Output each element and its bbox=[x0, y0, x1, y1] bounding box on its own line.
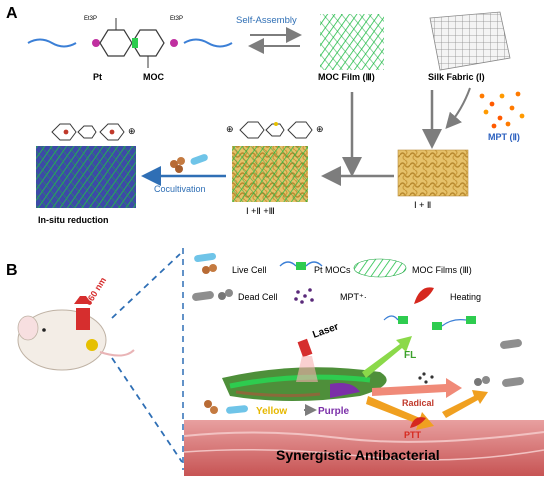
legend-dead-cell-icon bbox=[192, 289, 233, 301]
radical-arrow bbox=[372, 378, 462, 398]
ethyl-label-1: Et3P bbox=[84, 16, 97, 22]
moc-film-label: MOC Film (Ⅲ) bbox=[318, 72, 375, 82]
self-assembly-label: Self-Assembly bbox=[236, 15, 297, 26]
legend-mpt-radical-icon bbox=[294, 288, 314, 304]
legend-live-cell-icon bbox=[194, 252, 217, 274]
silk-mpt-fabric-image bbox=[397, 149, 469, 197]
laser-wavelength: 660 nm bbox=[83, 275, 108, 307]
silk-to-mpt-arrow bbox=[445, 87, 471, 130]
ptt-right-arrow bbox=[442, 390, 488, 418]
mpt-particles bbox=[479, 91, 525, 129]
pt-moc-particles-b bbox=[383, 315, 476, 330]
fl-arrow bbox=[362, 336, 412, 378]
legend-heating-icon bbox=[414, 287, 434, 304]
legend-moc-film-icon bbox=[353, 258, 407, 278]
svg-text:⊕: ⊕ bbox=[128, 126, 136, 136]
svg-text:⊕: ⊕ bbox=[226, 124, 234, 134]
combo-1-2-label: Ⅰ + Ⅱ bbox=[414, 200, 431, 210]
zoom-line-bottom bbox=[111, 357, 183, 463]
tissue-layer bbox=[184, 420, 544, 476]
yellow-label: Yellow bbox=[256, 406, 287, 417]
in-situ-label: In-situ reduction bbox=[38, 215, 109, 225]
dead-cells-right bbox=[474, 339, 524, 387]
live-cells-scene bbox=[204, 400, 249, 414]
laser-device-mouse bbox=[74, 296, 92, 330]
pt-label: Pt bbox=[93, 72, 102, 82]
radical-dots bbox=[418, 372, 434, 384]
ptt-flame-icon bbox=[410, 417, 426, 428]
legend-moc-films: MOC Films (Ⅲ) bbox=[412, 265, 472, 275]
pt-moc-molecule: Et3P Et3P bbox=[27, 16, 233, 68]
moc-film-image bbox=[320, 14, 384, 70]
in-situ-image bbox=[36, 146, 136, 208]
legend-live-cell: Live Cell bbox=[232, 265, 267, 275]
legend-pt-mocs: Pt MOCs bbox=[314, 265, 351, 275]
moc-label: MOC bbox=[143, 72, 164, 82]
legend-dead-cell: Dead Cell bbox=[238, 292, 278, 302]
purple-label: Purple bbox=[318, 406, 350, 417]
mpt-molecule-left: ⊕ bbox=[51, 123, 136, 141]
fl-label: FL bbox=[404, 350, 416, 361]
cocultivation-label: Cocultivation bbox=[154, 184, 206, 194]
synergistic-label: Synergistic Antibacterial bbox=[276, 447, 440, 463]
combo-1-2-3-label: Ⅰ +Ⅱ +Ⅲ bbox=[246, 206, 275, 216]
legend-mpt-radical: MPT⁺· bbox=[340, 292, 367, 302]
panel-b-letter: B bbox=[6, 262, 18, 279]
silk-fabric-label: Silk Fabric (Ⅰ) bbox=[428, 72, 485, 82]
legend-pt-moc-icon bbox=[279, 261, 323, 270]
zoom-line-top bbox=[111, 253, 181, 319]
radical-label: Radical bbox=[402, 398, 434, 408]
ethyl-label-2: Et3P bbox=[170, 16, 183, 22]
combo-1-2-3-image bbox=[232, 146, 308, 202]
laser-label: Laser bbox=[311, 321, 340, 341]
silk-fabric-image bbox=[429, 11, 511, 71]
panel-a-letter: A bbox=[6, 5, 18, 22]
mpt-molecule-middle: ⊕ ⊕ bbox=[226, 121, 324, 139]
laser-device-wound bbox=[296, 338, 318, 382]
ptt-label: PTT bbox=[404, 430, 422, 440]
svg-text:⊕: ⊕ bbox=[316, 124, 324, 134]
legend-heating: Heating bbox=[450, 292, 481, 302]
bacteria-icons-a bbox=[170, 154, 208, 173]
mpt-label: MPT (Ⅱ) bbox=[488, 132, 520, 142]
